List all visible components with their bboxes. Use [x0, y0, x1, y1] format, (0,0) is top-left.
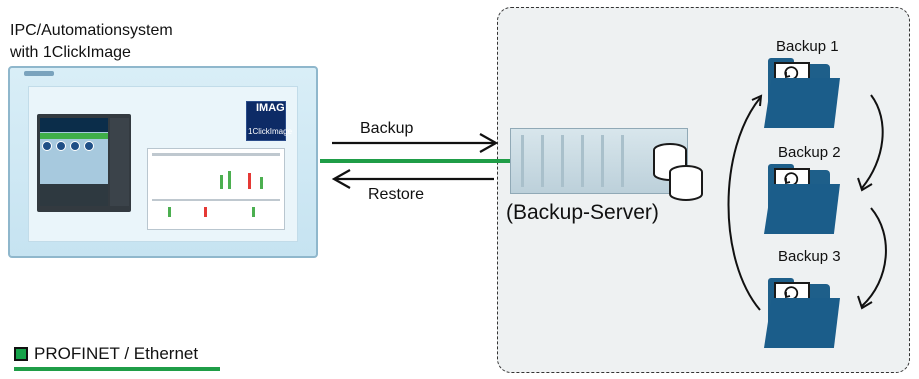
- server-slot: [601, 135, 604, 187]
- dashboard-bar: [204, 207, 207, 217]
- app-icon: [246, 101, 286, 141]
- cycle-arrowhead: [751, 94, 763, 107]
- ipc-title-line2: with 1ClickImage: [10, 44, 131, 61]
- hmi-info-icon: [42, 141, 52, 151]
- backup-server-label: (Backup-Server): [506, 201, 659, 224]
- dashboard-bar: [252, 207, 255, 217]
- server-slot: [561, 135, 564, 187]
- dashboard-thumbnail: [147, 148, 285, 230]
- cycle-arrow-3-to-1: [727, 97, 761, 311]
- hmi-nav-icon: [84, 141, 94, 151]
- database-icon: [653, 143, 703, 201]
- dashboard-divider: [152, 199, 280, 201]
- ipc-title: IPC/Automationsystem with 1ClickImage: [10, 20, 173, 64]
- server-slot: [541, 135, 544, 187]
- dashboard-header-bar: [152, 153, 280, 156]
- legend-swatch: [14, 347, 28, 361]
- backup-3-label: Backup 3: [778, 248, 841, 265]
- server-slot: [581, 135, 584, 187]
- dashboard-bar: [228, 171, 231, 189]
- dashboard-bar: [260, 177, 263, 189]
- dashboard-bar: [248, 173, 251, 189]
- hmi-side-panel: [110, 118, 129, 206]
- folder-front: [764, 184, 840, 234]
- folder-front: [764, 298, 840, 348]
- cycle-arrow-1-to-2: [861, 94, 884, 189]
- restore-arrow-label: Restore: [368, 186, 425, 203]
- cycle-arrowhead: [857, 295, 873, 310]
- app-icon-subtext: 1ClickImage: [248, 127, 293, 136]
- dashboard-bar: [220, 175, 223, 189]
- hmi-status-bar: [40, 133, 108, 139]
- dashboard-bar: [168, 207, 171, 217]
- cycle-arrow-2-to-3: [861, 207, 887, 307]
- server-slot: [521, 135, 524, 187]
- folder-front: [764, 78, 840, 128]
- backup-arrow-head: [479, 133, 499, 153]
- backup-1-label: Backup 1: [776, 38, 839, 55]
- hmi-footer: [40, 184, 108, 206]
- server-slot: [621, 135, 624, 187]
- hmi-icon-row: [42, 141, 106, 151]
- app-icon-text: IMAG: [256, 102, 285, 114]
- legend-label: PROFINET / Ethernet: [34, 344, 199, 363]
- backup-2-label: Backup 2: [778, 144, 841, 161]
- hmi-nav-icon: [56, 141, 66, 151]
- restore-arrow-head: [331, 169, 351, 189]
- hmi-nav-icon: [70, 141, 80, 151]
- legend-line: [14, 367, 220, 371]
- hmi-topbar: [40, 118, 108, 132]
- ipc-logo-bar: [24, 71, 54, 76]
- ipc-title-line1: IPC/Automationsystem: [10, 22, 173, 39]
- backup-arrow-label: Backup: [360, 120, 414, 137]
- cycle-arrowhead: [857, 177, 873, 192]
